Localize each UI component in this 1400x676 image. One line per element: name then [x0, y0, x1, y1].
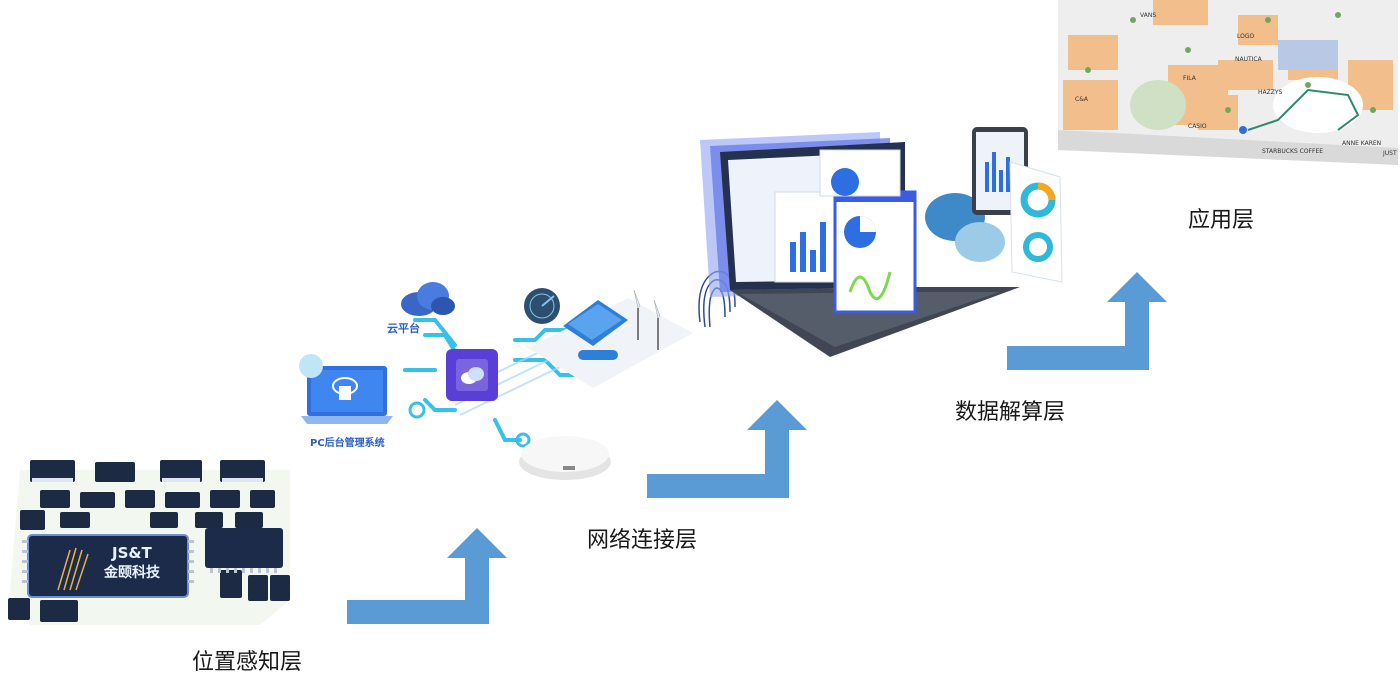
flow-arrow-3 [1007, 272, 1167, 370]
gateway-router-icon [519, 436, 611, 480]
layer-label-compute: 数据解算层 [955, 400, 1066, 425]
chip-logo-en: JS&T [112, 544, 152, 562]
layer-label-network: 网络连接层 [587, 528, 698, 553]
circuit-board-illustration [8, 460, 290, 625]
iot-devices-illustration [524, 288, 693, 388]
map-store-9: JUST [1383, 150, 1397, 157]
flow-arrow-2 [647, 400, 807, 498]
layer-label-application: 应用层 [1188, 208, 1255, 233]
map-store-7: STARBUCKS COFFEE [1262, 148, 1324, 155]
pc-backend-label: PC后台管理系统 [310, 438, 385, 449]
pc-backend-icon [299, 354, 393, 424]
map-store-5: C&A [1075, 96, 1088, 103]
map-store-4: HAZZYS [1258, 89, 1283, 96]
cloud-platform-icon [401, 282, 455, 316]
map-store-0: VANS [1140, 12, 1157, 19]
flow-arrow-1 [347, 528, 507, 624]
map-store-1: LOGO [1237, 33, 1255, 40]
network-chip-icon [446, 349, 498, 401]
layer-label-perception: 位置感知层 [192, 650, 303, 675]
map-store-3: FILA [1183, 75, 1196, 82]
map-store-8: ANNE KAREN [1342, 140, 1382, 147]
chip-logo-cn: 金颐科技 [104, 565, 160, 581]
map-store-6: CASIO [1188, 123, 1207, 130]
laptop-dashboard-illustration [698, 127, 1063, 357]
cloud-platform-label: 云平台 [387, 322, 420, 335]
map-store-2: NAUTICA [1235, 56, 1262, 63]
indoor-map-illustration [1058, 0, 1398, 165]
